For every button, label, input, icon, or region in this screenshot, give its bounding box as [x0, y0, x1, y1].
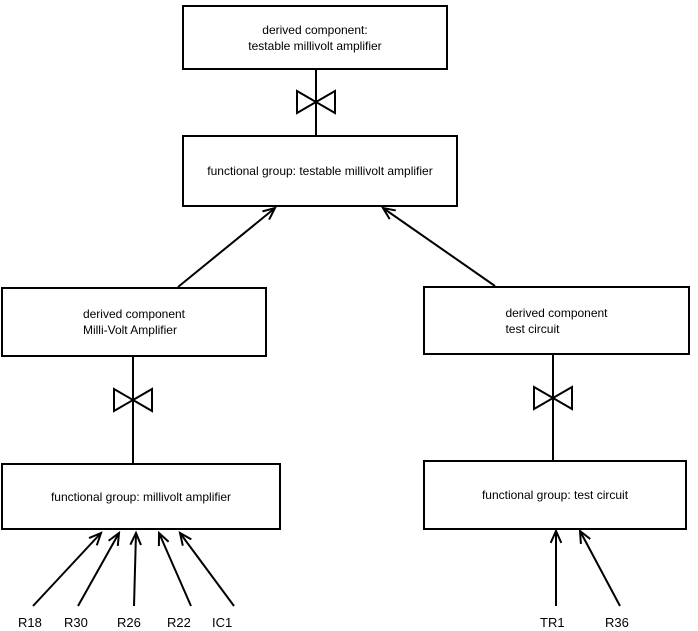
node-fg-mv-amp[interactable]: functional group: millivolt amplifier — [1, 463, 281, 530]
connector-conn-top-bowtie-bowtie-icon-right-triangle — [314, 89, 336, 115]
node-dc-test-circuit[interactable]: derived component test circuit — [423, 286, 690, 355]
node-label: functional group: test circuit — [481, 488, 629, 502]
node-fg-testable-mv-amp[interactable]: functional group: testable millivolt amp… — [182, 135, 458, 207]
leaf-label-r26: R26 — [117, 615, 141, 630]
leaf-label-tr1: TR1 — [540, 615, 565, 630]
connector-conn-top-bowtie-bowtie-icon-left-triangle — [296, 89, 318, 115]
connector-arrow-test-to-fg-testable-line — [382, 207, 496, 287]
leaf-arrow-leaf-r30-line — [77, 532, 120, 607]
leaf-arrow-leaf-r36-line — [579, 530, 621, 607]
leaf-arrow-leaf-r22-arrow-icon-head — [157, 530, 170, 547]
connector-conn-mv-bowtie-bowtie-icon-right-triangle — [131, 387, 153, 413]
node-label: derived component: testable millivolt am… — [248, 22, 382, 53]
leaf-arrow-leaf-r22-line — [158, 532, 192, 607]
node-label: functional group: testable millivolt amp… — [207, 164, 433, 178]
leaf-label-ic1: IC1 — [212, 615, 233, 630]
connector-conn-test-bowtie-bowtie-icon-left-triangle — [533, 385, 555, 411]
connector-conn-test-bowtie-bowtie-icon-right-triangle — [551, 385, 573, 411]
node-dc-mv-amp[interactable]: derived component Milli-Volt Amplifier — [1, 287, 267, 357]
leaf-arrow-leaf-r18-arrow-icon-head — [88, 531, 103, 546]
connector-arrow-mv-to-fg-testable-line — [177, 207, 276, 288]
connector-conn-mv-bowtie-bowtie-icon-left-triangle — [113, 387, 135, 413]
leaf-arrow-group — [32, 528, 621, 607]
leaf-arrow-leaf-tr1-arrow-icon-head — [549, 528, 563, 544]
leaf-arrow-leaf-r36-arrow-icon-head — [578, 528, 591, 545]
leaf-label-r18: R18 — [18, 615, 42, 630]
leaf-arrow-leaf-r18-line — [32, 532, 102, 607]
connector-arrow-test-to-fg-testable-arrow-icon-head — [380, 206, 396, 220]
leaf-arrow-leaf-ic1-arrow-icon-head — [178, 531, 192, 546]
leaf-arrow-leaf-ic1-line — [179, 532, 235, 607]
leaf-label-r22: R22 — [167, 615, 191, 630]
connector-group — [113, 70, 573, 463]
node-label: derived component Milli-Volt Amplifier — [82, 307, 186, 337]
node-label: derived component test circuit — [505, 305, 608, 336]
leaf-arrow-leaf-r30-arrow-icon-head — [107, 530, 121, 547]
node-label: functional group: millivolt amplifier — [50, 489, 232, 504]
connector-arrow-mv-to-fg-testable-arrow-icon-head — [262, 206, 277, 221]
leaf-label-r36: R36 — [605, 615, 629, 630]
leaf-label-r30: R30 — [64, 615, 88, 630]
leaf-arrow-leaf-r26-arrow-icon-head — [129, 530, 142, 546]
leaf-arrow-leaf-r26-line — [133, 532, 137, 607]
node-dc-testable-mv-amp[interactable]: derived component: testable millivolt am… — [182, 5, 448, 70]
node-fg-test-circuit[interactable]: functional group: test circuit — [423, 460, 687, 530]
